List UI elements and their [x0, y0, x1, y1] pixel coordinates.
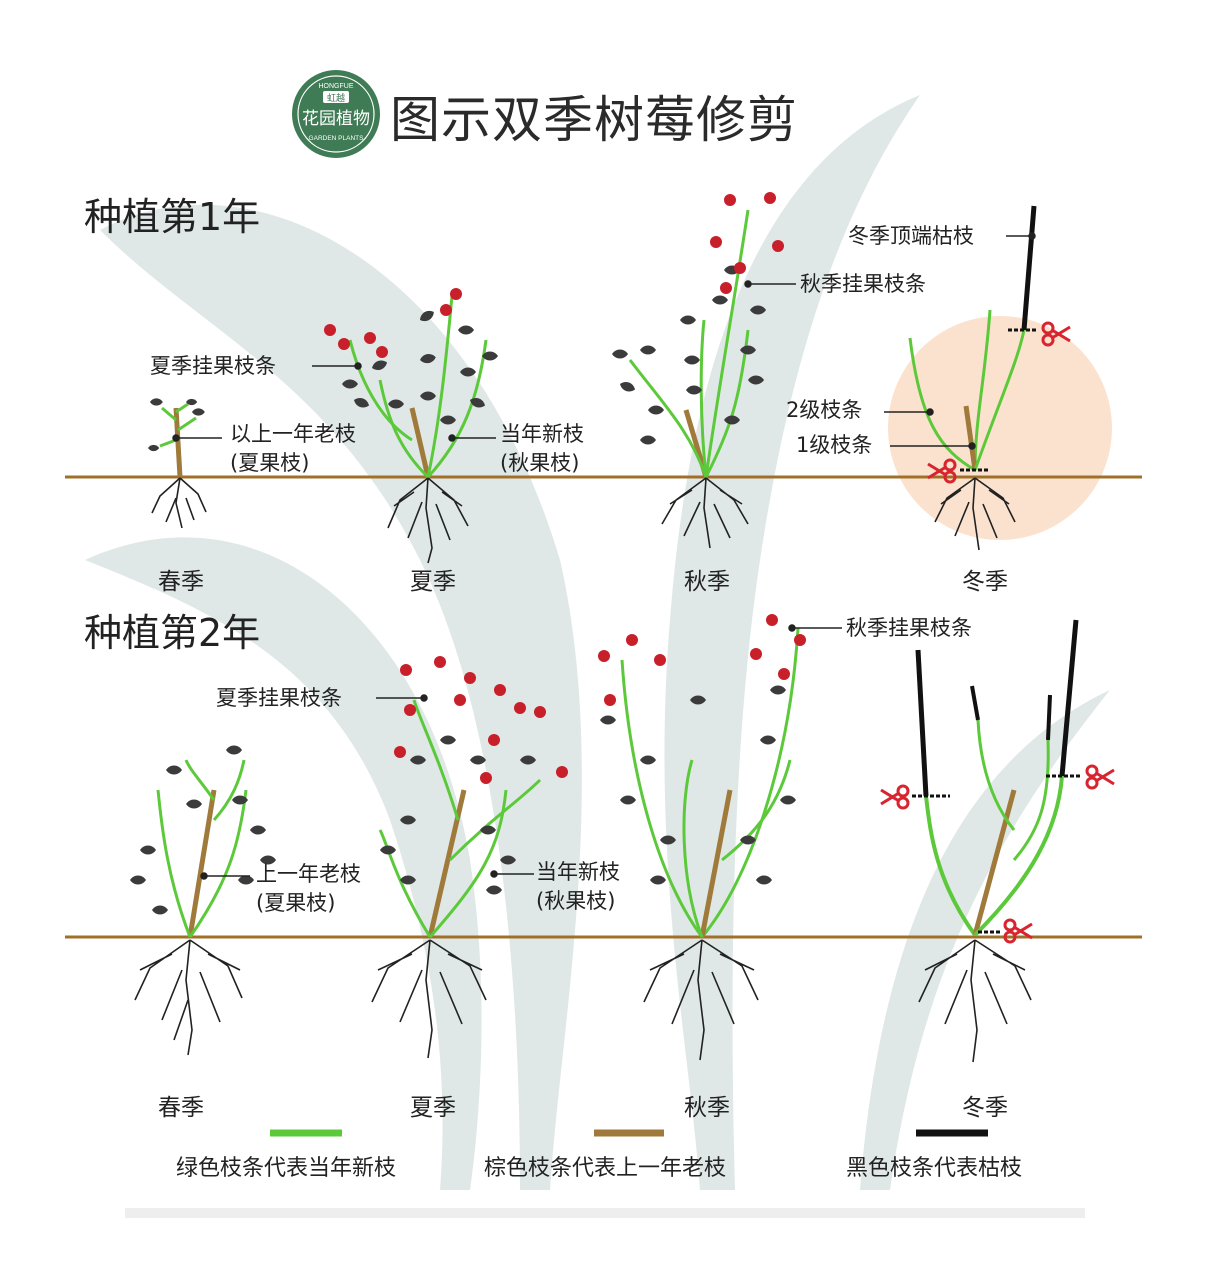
- year1-heading: 种植第1年: [84, 195, 261, 239]
- y1-new-branch-line1: 当年新枝: [500, 422, 584, 446]
- page-title: 图示双季树莓修剪: [390, 91, 798, 149]
- logo-top-text: HONGFUE: [319, 83, 354, 90]
- bottom-divider: [125, 1208, 1085, 1218]
- legend-label-new: 绿色枝条代表当年新枝: [176, 1156, 397, 1181]
- y1-callout-level1: 1级枝条: [796, 433, 873, 457]
- plant-year1-winter: [908, 205, 1072, 484]
- year2-heading: 种植第2年: [84, 611, 261, 655]
- y2-old-branch-line1: 上一年老枝: [256, 862, 361, 886]
- year2-season-winter: 冬季: [962, 1095, 1008, 1121]
- y2-callout-summer-fruit: 夏季挂果枝条: [216, 686, 342, 710]
- logo-bottom-text: GARDEN PLANTS: [309, 135, 365, 142]
- callout-lines: [172, 232, 1036, 880]
- y2-callout-new-branch: 当年新枝 (秋果枝): [536, 858, 620, 916]
- plant-year1-autumn: [612, 192, 784, 478]
- plant-year2-autumn: [598, 614, 806, 938]
- year1-season-winter: 冬季: [962, 569, 1008, 595]
- y2-callout-autumn-fruit: 秋季挂果枝条: [846, 616, 972, 640]
- y1-new-branch-line2: (秋果枝): [500, 451, 580, 475]
- year2-season-summer: 夏季: [410, 1095, 456, 1121]
- plant-year2-winter: [879, 619, 1116, 944]
- y1-callout-level2: 2级枝条: [786, 398, 863, 422]
- roots-year2: [134, 939, 1032, 1063]
- plant-year2-summer: [378, 656, 568, 938]
- y1-old-branch-line1: 以上一年老枝: [230, 422, 356, 446]
- year1-season-summer: 夏季: [410, 569, 456, 595]
- y1-callout-summer-fruit: 夏季挂果枝条: [150, 354, 276, 378]
- plant-year1-summer: [324, 288, 498, 479]
- brand-logo: HONGFUE 虹越 花园植物 GARDEN PLANTS: [292, 70, 380, 158]
- legend-label-dead: 黑色枝条代表枯枝: [846, 1156, 1023, 1181]
- y1-callout-old-branch: 以上一年老枝 (夏果枝): [230, 420, 356, 478]
- y1-callout-new-branch: 当年新枝 (秋果枝): [500, 420, 584, 478]
- logo-badge-text: 虹越: [327, 92, 345, 104]
- logo-main-text: 花园植物: [302, 109, 370, 129]
- winter-highlight: [888, 316, 1112, 540]
- legend-label-old: 棕色枝条代表上一年老枝: [484, 1156, 727, 1181]
- background-leaves: [85, 95, 1110, 1191]
- y1-callout-autumn-fruit: 秋季挂果枝条: [800, 272, 926, 296]
- year2-season-spring: 春季: [158, 1095, 204, 1121]
- plant-year1-spring: [148, 398, 205, 478]
- y2-callout-old-branch: 上一年老枝 (夏果枝): [256, 860, 361, 918]
- year2-season-autumn: 秋季: [684, 1095, 730, 1121]
- roots-year1: [151, 477, 1016, 564]
- year1-season-spring: 春季: [158, 569, 204, 595]
- y2-new-branch-line1: 当年新枝: [536, 860, 620, 884]
- y2-new-branch-line2: (秋果枝): [536, 889, 616, 913]
- y1-callout-winter-tip: 冬季顶端枯枝: [848, 224, 974, 248]
- y2-old-branch-line2: (夏果枝): [256, 891, 336, 915]
- year1-season-autumn: 秋季: [684, 569, 730, 595]
- y1-old-branch-line2: (夏果枝): [230, 451, 310, 475]
- plant-year2-spring: [130, 745, 276, 938]
